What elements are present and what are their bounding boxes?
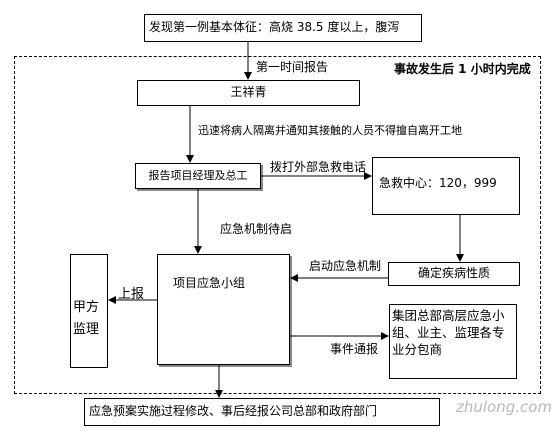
emergency-center-text: 急救中心：120，999 [379,176,497,190]
symptom-box: 发现第一例基本体征：高烧 38.5 度以上，腹泻 [144,14,422,42]
standby-label: 应急机制待启 [220,222,293,236]
start-label: 启动应急机制 [309,259,382,273]
call-label: 拨打外部急救电话 [270,160,367,174]
isolate-label: 迅速将病人隔离并通知其接触的人员不得擅自离开工地 [198,124,462,137]
person-text: 王祥青 [230,85,267,100]
watermark: zhulong.com [456,398,553,416]
notify-label: 事件通报 [330,342,379,356]
first-report-label: 第一时间报告 [256,60,329,74]
supervisor-text: 甲方监理 [73,300,100,337]
person-box: 王祥青 [137,80,360,106]
command-group-text: 项目应急小组 [173,276,246,290]
report-up-label: 上报 [118,287,145,302]
final-box: 应急预案实施过程修改、事后经报公司总部和政府部门 [84,398,440,426]
determine-box: 确定疾病性质 [388,262,520,286]
report-box: 报告项目经理及总工 [135,163,261,189]
symptom-text: 发现第一例基本体征：高烧 38.5 度以上，腹泻 [149,20,400,35]
final-text: 应急预案实施过程修改、事后经报公司总部和政府部门 [89,404,378,419]
emergency-center-box: 急救中心：120，999 [372,157,520,215]
response-time-region [14,56,541,394]
group-hq-text: 集团总部高层应急小组、业主、监理各专业分包商 [392,308,505,357]
command-group-box: 项目应急小组 [157,254,290,365]
group-hq-box: 集团总部高层应急小组、业主、监理各专业分包商 [389,304,517,379]
response-time-label: 事故发生后 1 小时内完成 [394,62,531,76]
determine-text: 确定疾病性质 [417,266,490,281]
supervisor-box: 甲方监理 [70,254,108,368]
report-text: 报告项目经理及总工 [148,168,248,182]
